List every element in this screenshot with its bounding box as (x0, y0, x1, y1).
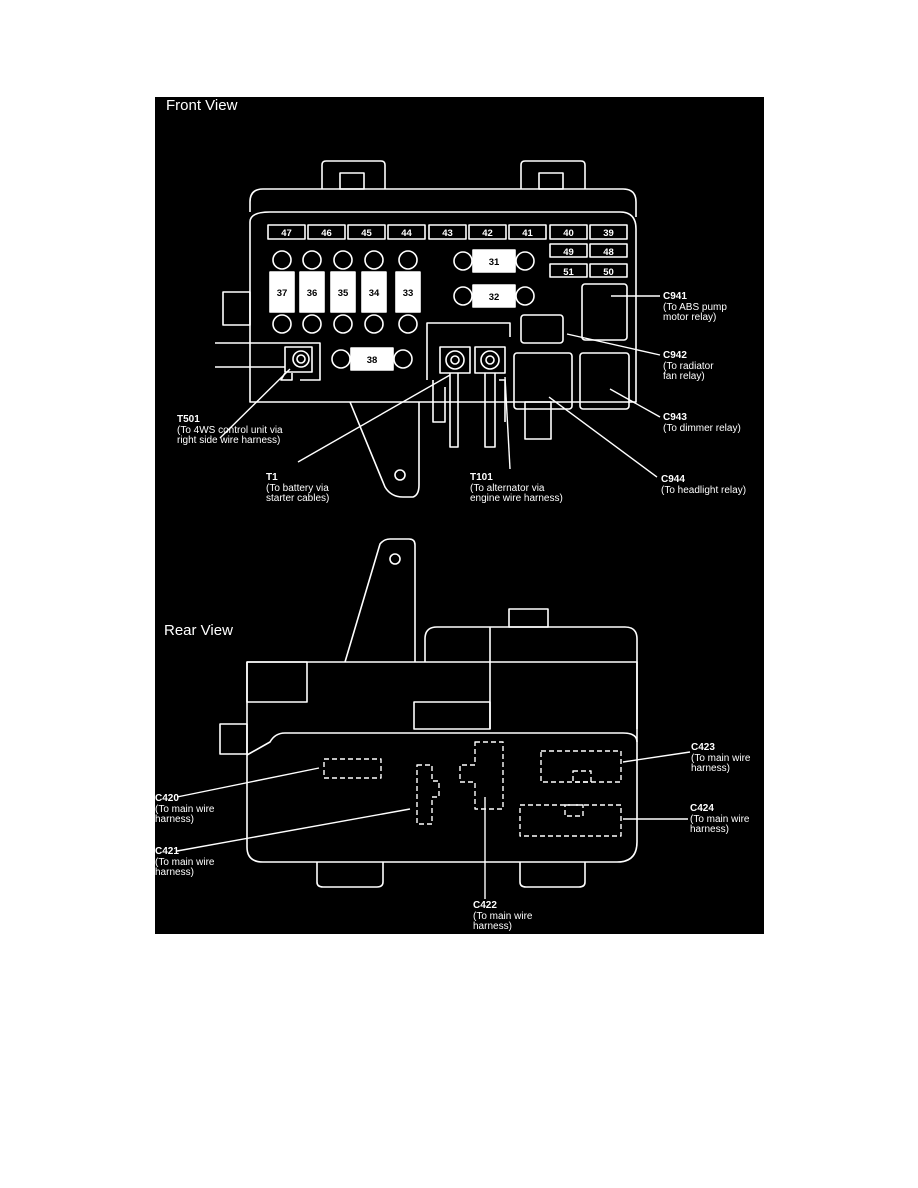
rear-view-housing (219, 538, 638, 888)
fuse-label-43: 43 (442, 228, 453, 239)
callout-id: C421 (155, 846, 179, 857)
front-view-housing (222, 160, 637, 498)
callout-c944: C944 (To headlight relay) (661, 474, 747, 496)
fuse-label-45: 45 (361, 228, 372, 239)
fuse-label-41: 41 (522, 228, 533, 239)
horizontal-fuses (331, 249, 535, 371)
fuse-label-42: 42 (482, 228, 493, 239)
callout-id: C424 (690, 803, 714, 814)
fuse-label-50: 50 (603, 267, 614, 278)
callout-c423: C423 (To main wire harness) (691, 742, 751, 775)
callout-desc: (To ABS pump motor relay) (663, 301, 727, 323)
callout-c421: C421 (To main wire harness) (155, 846, 215, 879)
fuse-label-48: 48 (603, 247, 614, 258)
fuse-label-34: 34 (369, 288, 380, 299)
callout-id: T1 (266, 472, 278, 483)
top-fuse-row (267, 224, 628, 240)
fuse-label-37: 37 (277, 288, 288, 299)
relay-sockets (513, 283, 630, 410)
callout-id: C944 (661, 474, 685, 485)
callout-c943: C943 (To dimmer relay) (663, 412, 741, 434)
callout-desc: (To main wire harness) (473, 910, 533, 932)
fuse-label-40: 40 (563, 228, 574, 239)
callout-desc: (To headlight relay) (661, 484, 747, 496)
callout-id: T101 (470, 472, 493, 483)
fuse-box-diagram: 47 46 45 44 43 42 41 40 39 49 48 51 50 3… (155, 97, 764, 934)
callout-t501: T501 (To 4WS control unit via right side… (177, 414, 283, 447)
fuse-label-49: 49 (563, 247, 574, 258)
callout-c420: C420 (To main wire harness) (155, 793, 215, 826)
callout-desc: (To main wire harness) (691, 752, 751, 774)
callout-c424: C424 (To main wire harness) (690, 803, 750, 836)
terminal-area (215, 322, 511, 448)
rear-view-title: Rear View (164, 622, 233, 639)
callout-id: C422 (473, 900, 497, 911)
callout-c941: C941 (To ABS pump motor relay) (663, 291, 727, 324)
fuse-label-32: 32 (489, 292, 500, 303)
rear-leader-lines (176, 751, 691, 899)
callout-id: C941 (663, 291, 687, 302)
callout-id: T501 (177, 414, 200, 425)
callout-desc: (To alternator via engine wire harness) (470, 482, 563, 504)
callout-id: C943 (663, 412, 687, 423)
front-leader-lines (219, 295, 661, 478)
diagram-drawing: 47 46 45 44 43 42 41 40 39 49 48 51 50 3… (176, 160, 691, 899)
callout-desc: (To main wire harness) (155, 803, 215, 825)
fuse-label-46: 46 (321, 228, 332, 239)
fuse-label-31: 31 (489, 257, 500, 268)
callout-desc: (To dimmer relay) (663, 422, 741, 434)
callout-t1: T1 (To battery via starter cables) (266, 472, 330, 505)
fuse-label-38: 38 (367, 355, 378, 366)
mini-fuse-block (549, 243, 628, 278)
callout-desc: (To battery via starter cables) (266, 482, 330, 504)
callout-desc: (To main wire harness) (155, 856, 215, 878)
fuse-label-44: 44 (401, 228, 412, 239)
callout-desc: (To 4WS control unit via right side wire… (177, 424, 283, 446)
fuse-label-39: 39 (603, 228, 614, 239)
callout-desc: (To radiator fan relay) (663, 360, 714, 382)
fuse-label-51: 51 (563, 267, 574, 278)
front-view-title: Front View (166, 97, 238, 114)
callout-t101: T101 (To alternator via engine wire harn… (470, 472, 563, 505)
rear-connectors (323, 741, 622, 837)
callout-id: C942 (663, 350, 687, 361)
vertical-fuses (269, 250, 421, 334)
callout-id: C420 (155, 793, 179, 804)
fuse-numbers: 47 46 45 44 43 42 41 40 39 49 48 51 50 3… (277, 228, 614, 366)
callout-c422: C422 (To main wire harness) (473, 900, 533, 933)
fuse-label-36: 36 (307, 288, 318, 299)
callout-desc: (To main wire harness) (690, 813, 750, 835)
fuse-label-47: 47 (281, 228, 292, 239)
callout-id: C423 (691, 742, 715, 753)
fuse-label-33: 33 (403, 288, 414, 299)
callout-c942: C942 (To radiator fan relay) (663, 350, 714, 383)
fuse-label-35: 35 (338, 288, 349, 299)
